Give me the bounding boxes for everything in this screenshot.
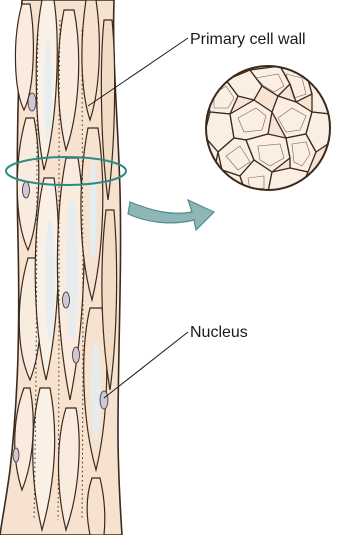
nucleus-icon <box>13 448 19 462</box>
nucleus-icon <box>73 347 80 363</box>
label-primary-cell-wall: Primary cell wall <box>190 31 306 48</box>
label-nucleus: Nucleus <box>190 324 248 341</box>
nucleus-icon <box>23 182 30 198</box>
nucleus-icon <box>28 93 36 111</box>
nucleus-icon <box>100 391 108 409</box>
cell-strand <box>0 0 126 535</box>
cross-section-circle-icon <box>200 66 334 194</box>
curved-arrow-icon <box>128 200 214 230</box>
nucleus-icon <box>63 292 70 308</box>
cell <box>87 478 105 535</box>
